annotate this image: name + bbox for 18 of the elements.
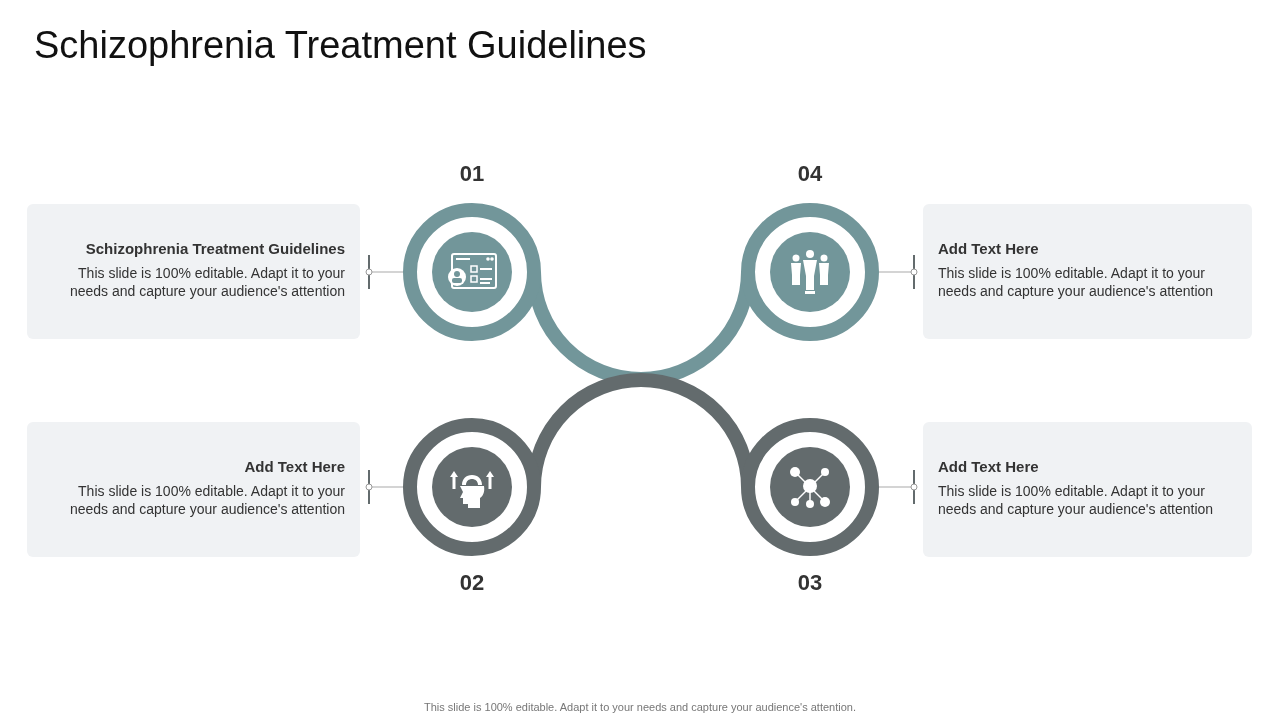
step-number: 01 — [458, 161, 486, 187]
card-description: This slide is 100% editable. Adapt it to your needs and capture your audience's attention — [938, 482, 1215, 518]
card-heading: Schizophrenia Treatment Guidelines — [84, 240, 345, 257]
leader-line — [365, 469, 404, 505]
card-description: This slide is 100% editable. Adapt it to your needs and capture your audience's attention — [68, 264, 345, 300]
slide-title: Schizophrenia Treatment Guidelines — [34, 24, 647, 67]
card-description: This slide is 100% editable. Adapt it to your needs and capture your audience's attention — [68, 482, 345, 518]
card-heading: Add Text Here — [938, 240, 1040, 257]
footer-note: This slide is 100% editable. Adapt it to your needs and capture your audience's attention. — [423, 701, 857, 713]
card-description: This slide is 100% editable. Adapt it to your needs and capture your audience's attention — [938, 264, 1215, 300]
step-number: 02 — [458, 570, 486, 596]
card-heading: Add Text Here — [243, 458, 345, 475]
leader-line — [878, 469, 918, 505]
leader-line — [365, 254, 404, 290]
step-number: 04 — [796, 161, 824, 187]
leader-line — [878, 254, 918, 290]
step-number: 03 — [796, 570, 824, 596]
card-heading: Add Text Here — [938, 458, 1040, 475]
